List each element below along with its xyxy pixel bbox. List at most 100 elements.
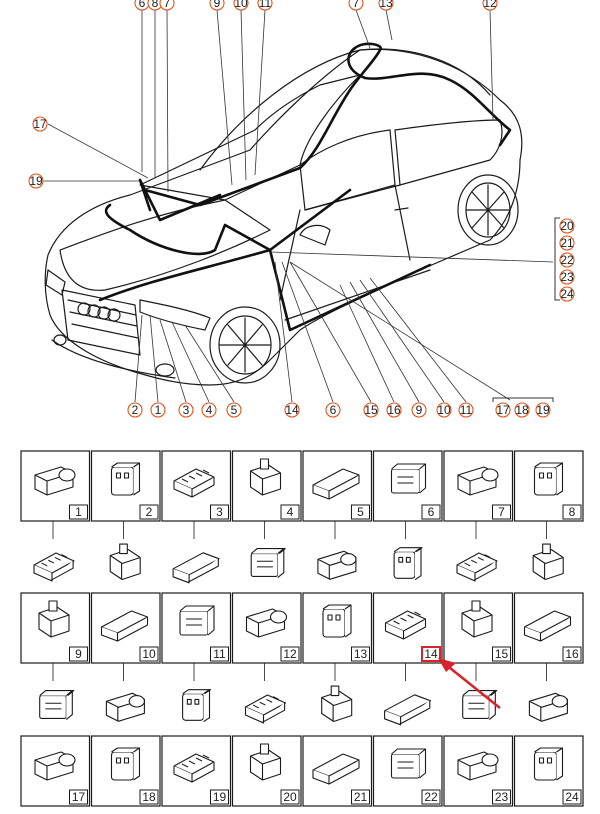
part-cell-10[interactable]: 10 xyxy=(90,592,161,722)
part-number: 18 xyxy=(142,790,156,804)
part-cell-9[interactable]: 9 xyxy=(20,592,91,721)
connector-icon xyxy=(249,458,282,496)
part-cell-13[interactable]: 13 xyxy=(302,592,373,723)
part-number-box xyxy=(351,789,370,805)
part-number: 23 xyxy=(495,790,509,804)
part-cell-16[interactable]: 16 xyxy=(513,592,584,722)
part-number: 14 xyxy=(424,647,438,661)
callout-number: 17 xyxy=(496,403,510,417)
bottom-callout: 1 xyxy=(150,402,166,418)
connector-icon xyxy=(533,747,564,781)
part-cell-5[interactable]: 5 xyxy=(302,450,373,580)
mating-connector-icon xyxy=(317,550,357,580)
callout-circle xyxy=(559,286,575,302)
callout-number: 21 xyxy=(560,236,574,250)
callout-number: 13 xyxy=(379,0,393,10)
part-number: 24 xyxy=(565,790,579,804)
part-cell-15[interactable]: 15 xyxy=(443,592,514,721)
callout-number: 4 xyxy=(206,403,213,417)
connector-icon xyxy=(533,462,564,496)
part-number-box xyxy=(139,504,159,520)
connector-icon xyxy=(322,604,352,638)
part-cell-19[interactable]: 19 xyxy=(161,735,232,807)
part-number: 6 xyxy=(428,505,435,519)
part-number: 11 xyxy=(213,647,226,661)
callout-number: 19 xyxy=(536,403,550,417)
part-cell-6[interactable]: 6 xyxy=(372,450,443,581)
part-cell-18[interactable]: 18 xyxy=(90,735,161,807)
callout-circle xyxy=(411,402,427,418)
part-number-box xyxy=(351,646,370,662)
part-cell-2[interactable]: 2 xyxy=(90,450,161,581)
connector-icon xyxy=(384,610,427,640)
part-number-box xyxy=(421,646,441,662)
mating-connector-icon xyxy=(250,548,286,579)
part-number-box xyxy=(492,789,511,805)
part-cell-7[interactable]: 7 xyxy=(443,450,514,582)
part-cell-3[interactable]: 3 xyxy=(161,450,232,584)
mating-connector-icon xyxy=(39,690,75,721)
part-number-box xyxy=(492,504,511,520)
part-cell-21[interactable]: 21 xyxy=(302,735,373,807)
callout-circle xyxy=(348,0,364,11)
part-number-box xyxy=(562,646,582,662)
part-number-box xyxy=(139,646,159,662)
right-group-callout: 20 xyxy=(559,218,575,234)
callout-number: 6 xyxy=(139,0,146,10)
part-number-box xyxy=(351,504,370,520)
part-number-box xyxy=(210,789,229,805)
connector-icon xyxy=(38,600,70,638)
mating-connector-icon xyxy=(321,685,353,723)
callout-number: 19 xyxy=(29,174,43,188)
part-number: 1 xyxy=(75,505,82,519)
part-cell-22[interactable]: 22 xyxy=(372,735,443,807)
top-callout: 7 xyxy=(159,0,175,11)
part-cell-14[interactable]: 14 xyxy=(372,592,443,726)
part-number-box xyxy=(210,646,229,662)
callout-number: 5 xyxy=(231,403,238,417)
part-cell-24[interactable]: 24 xyxy=(513,735,584,807)
callout-circle xyxy=(559,235,575,251)
bottom-callout: 15 xyxy=(363,402,379,418)
part-cell-23[interactable]: 23 xyxy=(443,735,514,807)
callout-number: 3 xyxy=(183,403,190,417)
part-number-box xyxy=(139,789,159,805)
part-cell-20[interactable]: 20 xyxy=(231,735,302,807)
connector-icon xyxy=(390,748,427,779)
callout-circle xyxy=(559,218,575,234)
right-group-callout: 24 xyxy=(559,286,575,302)
mating-connector-icon xyxy=(462,690,498,721)
connector-icon xyxy=(110,462,141,496)
part-number: 19 xyxy=(213,790,227,804)
top-callout: 10 xyxy=(233,0,249,11)
part-number: 17 xyxy=(72,790,86,804)
part-cell-17[interactable]: 17 xyxy=(20,735,91,807)
part-number: 7 xyxy=(498,505,505,519)
bottom-callout: 5 xyxy=(226,402,242,418)
mating-connector-icon xyxy=(393,547,423,581)
part-cell-4[interactable]: 4 xyxy=(231,450,302,579)
connector-icon xyxy=(34,466,76,496)
callout-circle xyxy=(32,116,48,132)
part-cell-12[interactable]: 12 xyxy=(231,592,302,724)
connector-icon xyxy=(110,747,141,781)
part-cell-1[interactable]: 1 xyxy=(20,450,91,582)
callout-number: 7 xyxy=(164,0,171,10)
part-cell-8[interactable]: 8 xyxy=(513,450,584,581)
part-cell-11[interactable]: 11 xyxy=(161,592,232,723)
callout-circle xyxy=(226,402,242,418)
connector-icon xyxy=(457,751,499,781)
connector-icon xyxy=(457,466,499,496)
callout-number: 9 xyxy=(416,403,423,417)
callout-number: 14 xyxy=(285,403,299,417)
part-number-box xyxy=(280,504,300,520)
part-number-box xyxy=(280,789,300,805)
left-callout: 17 xyxy=(32,116,48,132)
part-number-box xyxy=(69,504,88,520)
leader-lines xyxy=(44,9,554,403)
callout-number: 15 xyxy=(364,403,378,417)
callout-circle xyxy=(436,402,452,418)
part-number-box xyxy=(562,504,582,520)
